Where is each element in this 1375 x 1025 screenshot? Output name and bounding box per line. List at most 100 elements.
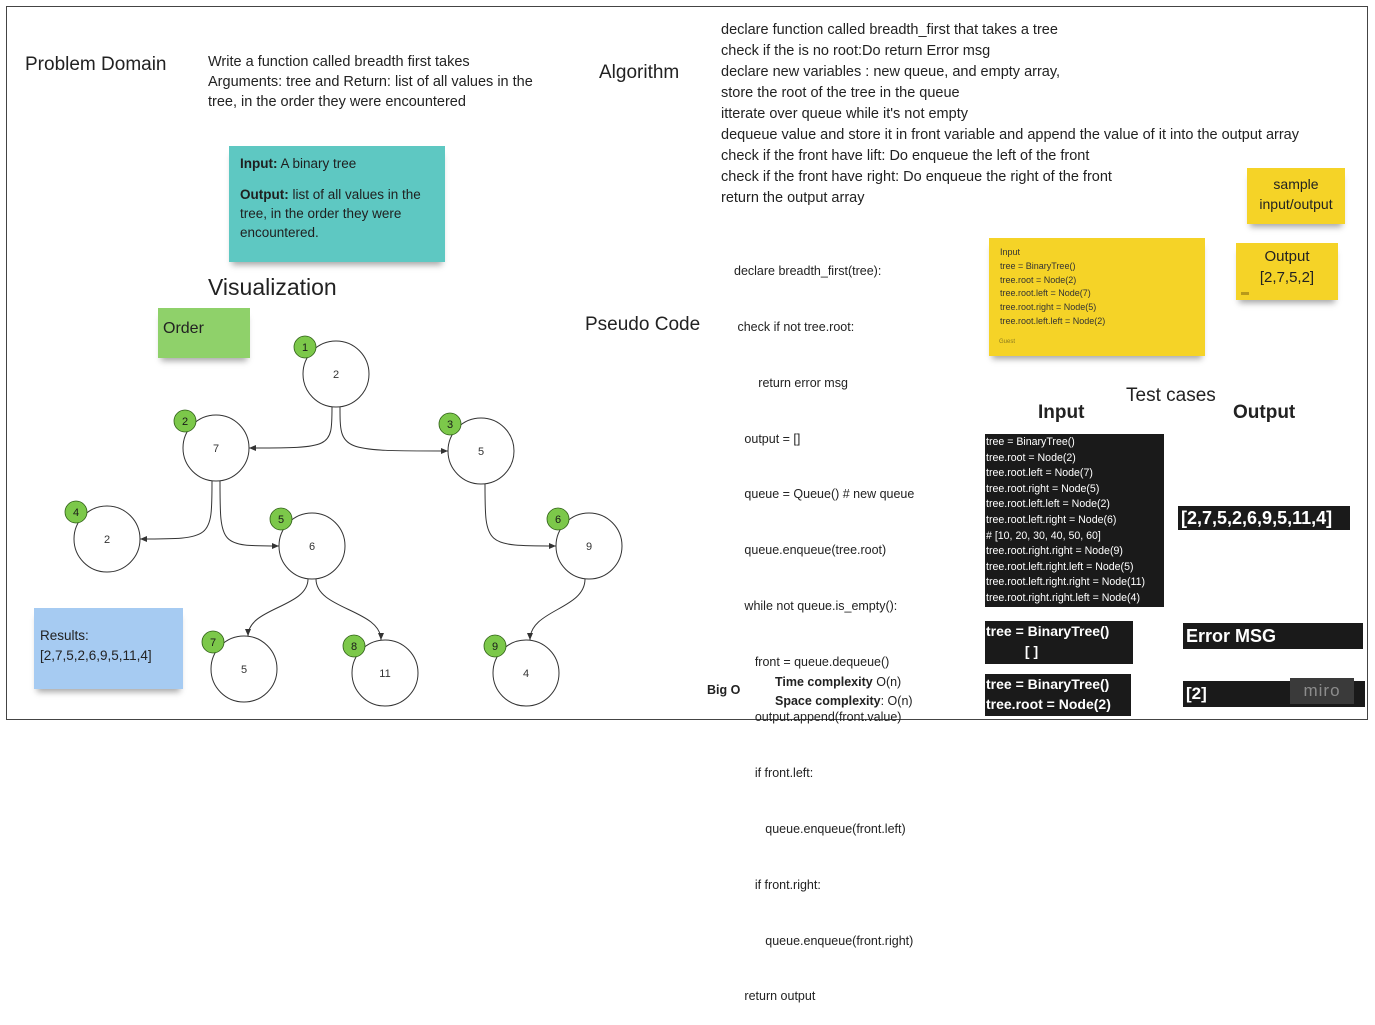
order-badge <box>438 412 462 436</box>
sample-input-line: tree.root.left.left = Node(2) <box>1000 315 1106 326</box>
problem-line: Write a function called breadth first ta… <box>208 54 470 70</box>
test-case-3-line: tree = BinaryTree() <box>986 676 1110 692</box>
pseudo-line: declare breadth_first(tree): <box>734 264 882 279</box>
test-case-1-input: tree = BinaryTree() tree.root = Node(2) … <box>985 434 1164 607</box>
order-badge-number: 3 <box>447 419 453 431</box>
problem-domain-heading: Problem Domain <box>25 54 167 75</box>
test-case-1-line: tree.root.left.left = Node(2) <box>986 498 1110 511</box>
sample-input-line: tree.root = Node(2) <box>1000 274 1077 285</box>
order-badge <box>64 500 88 524</box>
tree-node[interactable] <box>447 417 515 485</box>
test-case-2-output: Error MSG <box>1183 623 1363 649</box>
sample-output-value: [2,7,5,2] <box>1259 269 1315 286</box>
sample-output-title: Output <box>1264 248 1310 265</box>
order-badge-number: 4 <box>73 507 79 519</box>
test-case-1-line: tree.root.right.right = Node(9) <box>986 545 1123 558</box>
tree-node-value: 9 <box>586 541 592 553</box>
io-input-label: Input: <box>240 156 278 171</box>
order-badge-number: 7 <box>210 637 216 649</box>
order-badge <box>546 507 570 531</box>
tree-edge-arrow <box>339 406 449 454</box>
tree-node[interactable] <box>73 505 141 573</box>
test-case-1-line: tree.root.right.right.left = Node(4) <box>986 591 1140 604</box>
test-cases-heading: Test cases <box>1126 385 1216 406</box>
sample-author: Guest <box>999 339 1016 345</box>
tree-node[interactable] <box>278 512 346 580</box>
test-case-1-line: tree.root.left.right.right = Node(11) <box>986 576 1146 589</box>
test-input-header: Input <box>1038 402 1085 423</box>
order-badge-number: 1 <box>302 342 308 354</box>
algorithm-steps: declare function called breadth_first th… <box>721 20 1361 209</box>
pseudo-line: while not queue.is_empty(): <box>734 598 898 613</box>
sample-label-sticky[interactable]: sample input/output <box>1247 168 1345 224</box>
pseudo-code-heading: Pseudo Code <box>585 314 701 335</box>
order-badge-number: 9 <box>492 641 498 653</box>
sample-output-sticky[interactable]: Output [2,7,5,2] <box>1236 243 1338 300</box>
space-complexity-value: : O(n) <box>880 694 913 708</box>
big-o-values: Time complexity O(n) Space complexity: O… <box>775 673 913 711</box>
tree-edge-arrow <box>484 483 557 549</box>
problem-line: tree, in the order they were encountered <box>208 94 466 110</box>
test-case-2-input: tree = BinaryTree() [ ] <box>985 621 1133 664</box>
algorithm-step: declare new variables : new queue, and e… <box>721 64 1061 80</box>
pseudo-line: queue = Queue() # new queue <box>734 487 915 502</box>
tree-node[interactable] <box>302 340 370 408</box>
miro-watermark: miro <box>1290 678 1354 704</box>
order-sticky-note[interactable]: Order <box>158 308 250 358</box>
io-output-label: Output: <box>240 187 289 202</box>
pseudo-code-block: declare breadth_first(tree): check if no… <box>734 225 914 1025</box>
test-case-1-line: tree.root = Node(2) <box>986 451 1076 464</box>
test-case-1-line: tree.root.left.right.left = Node(5) <box>986 560 1134 573</box>
pseudo-line: output.append(front.value) <box>734 710 902 725</box>
tree-node-value: 2 <box>333 369 339 381</box>
test-case-2-line: tree = BinaryTree() <box>986 623 1110 639</box>
sample-input-line: tree.root.right = Node(5) <box>1000 302 1097 313</box>
order-badge <box>201 630 225 654</box>
test-case-1-line: tree.root.right = Node(5) <box>986 482 1100 495</box>
io-output-value: list of all values in the tree, in the o… <box>240 187 421 240</box>
test-output-header: Output <box>1233 402 1296 423</box>
algorithm-step: check if the is no root:Do return Error … <box>721 43 991 59</box>
order-badge <box>173 409 197 433</box>
pseudo-line: return output <box>734 989 816 1004</box>
test-case-3-input: tree = BinaryTree() tree.root = Node(2) <box>985 674 1131 716</box>
pseudo-line: queue.enqueue(tree.root) <box>734 543 887 558</box>
sample-input-line: tree = BinaryTree() <box>1000 260 1076 271</box>
io-input-value: A binary tree <box>277 156 357 171</box>
order-badge <box>293 335 317 359</box>
io-sticky-note[interactable]: Input: A binary tree Output: list of all… <box>229 146 445 262</box>
tree-node[interactable] <box>210 635 278 703</box>
algorithm-step: itterate over queue while it's not empty <box>721 106 968 122</box>
sample-input-line: Input <box>1000 247 1021 257</box>
test-case-3-line: tree.root = Node(2) <box>986 696 1111 712</box>
tree-edge-arrow <box>527 578 586 641</box>
tree-node[interactable] <box>351 639 419 707</box>
tree-node-value: 4 <box>523 668 529 680</box>
tree-node[interactable] <box>492 639 560 707</box>
pseudo-line: output = [] <box>734 431 801 446</box>
results-sticky-note[interactable]: Results: [2,7,5,2,6,9,5,11,4] <box>34 608 183 689</box>
test-case-1-line: tree.root.left = Node(7) <box>986 467 1093 480</box>
test-case-2-line: [ ] <box>986 643 1039 659</box>
tree-node[interactable] <box>182 414 250 482</box>
tree-node-value: 6 <box>309 541 315 553</box>
tree-edge-arrow <box>248 406 333 451</box>
sample-label: sample input/output <box>1259 176 1333 212</box>
tree-node[interactable] <box>555 512 623 580</box>
tree-node-value: 2 <box>104 534 110 546</box>
pseudo-line: if front.right: <box>734 877 821 892</box>
test-case-1-line: tree = BinaryTree() <box>986 436 1075 448</box>
sample-input-sticky[interactable]: Input tree = BinaryTree() tree.root = No… <box>989 238 1205 356</box>
pseudo-line: queue.enqueue(front.left) <box>734 822 906 836</box>
time-complexity-value: O(n) <box>876 675 902 689</box>
time-complexity-label: Time complexity <box>775 675 873 689</box>
problem-line: Arguments: tree and Return: list of all … <box>208 74 533 90</box>
pseudo-line: if front.left: <box>734 766 814 781</box>
test-case-1-line: tree.root.left.right = Node(6) <box>986 513 1117 526</box>
order-badge <box>342 634 366 658</box>
tree-node-value: 5 <box>478 446 484 458</box>
tree-edge-arrow <box>245 578 309 637</box>
order-badge <box>269 507 293 531</box>
big-o-label: Big O <box>707 683 741 697</box>
